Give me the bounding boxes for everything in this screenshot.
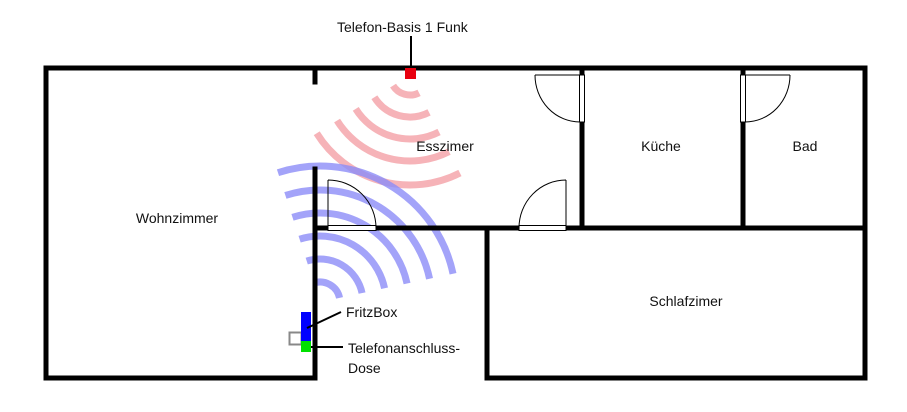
room-bath: Bad	[793, 138, 818, 154]
base-signal-arc	[352, 106, 441, 143]
door-dining-kitchen	[534, 74, 585, 123]
fritzbox-icon	[301, 312, 311, 341]
room-kitchen: Küche	[641, 138, 681, 154]
room-dining: Esszimer	[416, 138, 474, 154]
base-station-icon	[405, 68, 416, 79]
wifi-signal-arc	[284, 186, 433, 280]
base-station-label: Telefon-Basis 1 Funk	[337, 19, 469, 35]
wifi-signal-arc	[312, 278, 343, 299]
phone-socket-icon	[301, 341, 311, 352]
phone-socket-label-line2: Dose	[348, 360, 381, 376]
door-bath	[740, 74, 791, 123]
door-dining-hall-left	[327, 179, 377, 231]
fritzbox-pointer	[306, 311, 342, 329]
base-signal-arc	[334, 118, 451, 165]
socket-outline-icon	[288, 331, 303, 346]
doors	[327, 74, 791, 231]
wifi-signal-arc	[291, 209, 411, 285]
door-dining-hall	[518, 179, 567, 231]
phone-socket-label-line1: Telefonanschluss-	[348, 340, 460, 356]
wifi-signal-arc	[276, 162, 457, 275]
base-signal-arc	[390, 83, 421, 99]
walls	[43, 65, 868, 381]
room-bedroom: Schlafzimer	[649, 293, 722, 309]
room-living: Wohnzimmer	[136, 210, 219, 226]
fritzbox-label: FritzBox	[346, 304, 397, 320]
base-signal-arc	[371, 95, 431, 121]
